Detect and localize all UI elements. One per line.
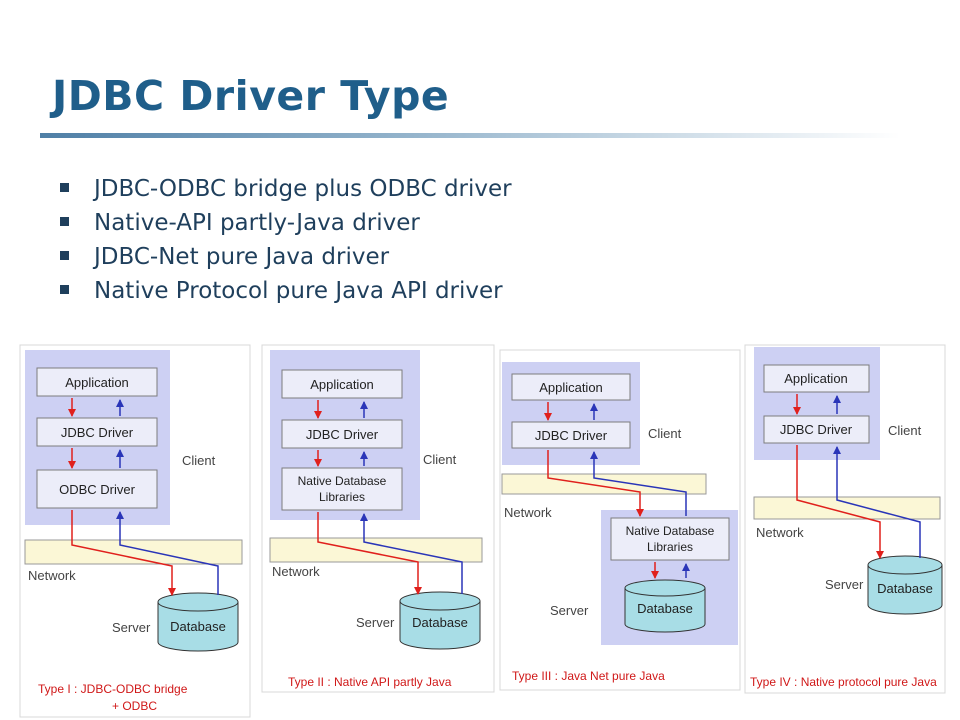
bullet-list: JDBC-ODBC bridge plus ODBC driver Native… [60, 172, 512, 308]
type2-arrow-down [317, 512, 422, 595]
type2-jdbc-driver-box [281, 419, 403, 449]
type1-network-label: Network [28, 568, 76, 583]
bullet-item: Native-API partly-Java driver [60, 206, 512, 240]
type1-caption: Type I : JDBC-ODBC bridge [38, 682, 188, 696]
type4-arrow-down [796, 445, 884, 559]
bullet-text: Native Protocol pure Java API driver [94, 278, 503, 304]
type2-application-label: Application [310, 377, 374, 392]
type3-application-box [511, 373, 631, 401]
type4-network-label: Network [756, 525, 804, 540]
bullet-text: JDBC-ODBC bridge plus ODBC driver [94, 176, 512, 202]
type1-odbc-driver-label: ODBC Driver [59, 482, 136, 497]
type2-native-libraries-box [281, 467, 403, 511]
type2-arrow-up [360, 513, 463, 594]
type1-jdbc-driver-label: JDBC Driver [61, 425, 134, 440]
type1-arrow-down [71, 510, 176, 596]
type2-caption: Type II : Native API partly Java [288, 675, 452, 689]
bullet-text: JDBC-Net pure Java driver [94, 244, 390, 270]
type4-application-box [763, 364, 870, 393]
square-bullet-icon [60, 217, 69, 226]
type1-database-cylinder [157, 592, 239, 652]
type1-panel: Application JDBC Driver ODBC Driver Clie… [19, 344, 251, 718]
type2-network-label: Network [272, 564, 320, 579]
type3-jdbc-driver-box [511, 421, 631, 449]
type3-caption: Type III : Java Net pure Java [512, 669, 665, 683]
type3-database-cylinder [624, 579, 706, 633]
type2-jdbc-driver-label: JDBC Driver [306, 427, 379, 442]
title-underline [40, 133, 900, 138]
type1-jdbc-driver-box [36, 417, 158, 447]
type1-database-label: Database [170, 619, 226, 634]
type4-application-label: Application [784, 371, 848, 386]
bullet-text: Native-API partly-Java driver [94, 210, 420, 236]
type3-jdbc-driver-label: JDBC Driver [535, 428, 608, 443]
type4-database-label: Database [877, 581, 933, 596]
square-bullet-icon [60, 183, 69, 192]
type2-database-cylinder [399, 591, 481, 650]
type2-native-libraries-label: Libraries [319, 490, 365, 504]
type3-client-label: Client [648, 426, 682, 441]
type1-server-label: Server [112, 620, 151, 635]
type4-client-label: Client [888, 423, 922, 438]
type2-server-label: Server [356, 615, 395, 630]
square-bullet-icon [60, 251, 69, 260]
type4-server-label: Server [825, 577, 864, 592]
bullet-item: JDBC-Net pure Java driver [60, 240, 512, 274]
type1-odbc-driver-box [36, 469, 158, 509]
type4-network-band [753, 496, 941, 520]
square-bullet-icon [60, 285, 69, 294]
type4-caption: Type IV : Native protocol pure Java [750, 675, 937, 689]
type4-jdbc-driver-box [763, 415, 870, 444]
bullet-item: JDBC-ODBC bridge plus ODBC driver [60, 172, 512, 206]
type1-client-label: Client [182, 453, 216, 468]
type1-application-box [36, 367, 158, 397]
type3-native-libraries-box [610, 517, 730, 561]
type3-server-label: Server [550, 603, 589, 618]
type1-network-band [24, 539, 243, 565]
type3-arrow-down [547, 450, 644, 517]
type3-network-label: Network [504, 505, 552, 520]
type3-application-label: Application [539, 380, 603, 395]
type4-arrow-up [833, 446, 921, 558]
type2-application-box [281, 369, 403, 399]
type3-native-libraries-label: Libraries [647, 540, 693, 554]
type1-application-label: Application [65, 375, 129, 390]
type2-panel: Application JDBC Driver Native Database … [261, 344, 495, 693]
type4-panel: Application JDBC Driver Client Network S… [744, 344, 946, 694]
type2-native-libraries-label: Native Database [298, 474, 387, 488]
type2-network-band [269, 537, 483, 563]
type3-database-label: Database [637, 601, 693, 616]
bullet-item: Native Protocol pure Java API driver [60, 274, 512, 308]
type4-jdbc-driver-label: JDBC Driver [780, 422, 853, 437]
type1-arrow-up [116, 511, 219, 595]
type2-database-label: Database [412, 615, 468, 630]
type2-client-label: Client [423, 452, 457, 467]
type3-panel: Application JDBC Driver Client Network N… [499, 349, 741, 691]
type3-arrow-up [590, 451, 687, 516]
type3-native-libraries-label: Native Database [626, 524, 715, 538]
type4-database-cylinder [867, 555, 943, 615]
type1-caption: + ODBC [112, 699, 157, 713]
slide-title: JDBC Driver Type [52, 72, 450, 120]
